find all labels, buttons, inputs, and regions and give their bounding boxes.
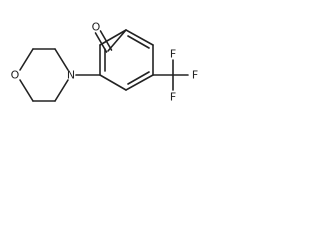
- fluorine-top-label: F: [170, 48, 176, 61]
- aldehyde-oxygen-label: O: [92, 21, 101, 34]
- benzene-ring: [99, 29, 154, 91]
- ring-bond-1-inner: [127, 35, 150, 49]
- morpholine-bond-4: [19, 79, 34, 102]
- morpholine-bond-1: [54, 48, 69, 71]
- morpholine-ring: [19, 48, 69, 102]
- atom-labels: O N O F F F: [11, 21, 199, 104]
- aldehyde-double-bond-b: [99, 30, 113, 51]
- morpholine-bond-3: [19, 48, 34, 71]
- ring-bond-3: [125, 74, 154, 91]
- ring-bond-6: [99, 29, 127, 46]
- trifluoromethyl-group: [152, 59, 189, 91]
- morpholine-nitrogen-label: N: [67, 69, 75, 82]
- ring-bond-3-inner: [127, 71, 150, 85]
- ring-bond-4: [99, 74, 127, 91]
- fluorine-right-label: F: [192, 69, 198, 82]
- aldehyde-carbon-bond: [107, 29, 127, 52]
- chemical-structure: O N O F F F: [11, 21, 199, 104]
- morpholine-bond-6: [54, 79, 69, 102]
- fluorine-bottom-label: F: [170, 91, 176, 104]
- morpholine-oxygen-label: O: [11, 69, 20, 82]
- ring-bond-1: [125, 29, 154, 46]
